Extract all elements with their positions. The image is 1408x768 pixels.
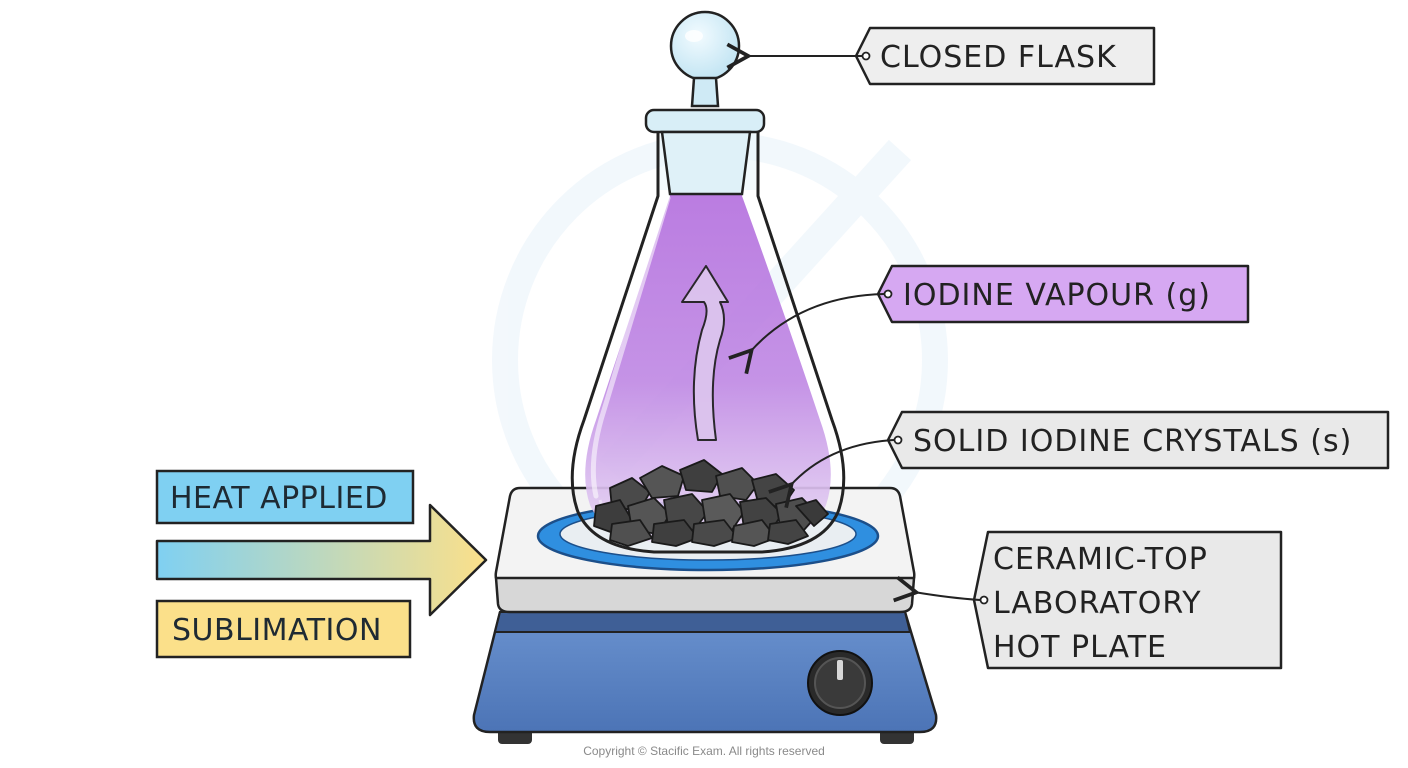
vapour-rising-arrow xyxy=(681,265,729,441)
sublimation-label: SUBLIMATION xyxy=(172,613,382,648)
solid-crystals-label: SOLID IODINE CRYSTALS (s) xyxy=(913,424,1352,459)
temperature-knob[interactable] xyxy=(807,650,873,716)
hot-plate-label-line3: HOT PLATE xyxy=(993,630,1167,665)
copyright-notice: Copyright © Stacific Exam. All rights re… xyxy=(583,744,825,758)
hot-plate-label-line1: CERAMIC-TOP xyxy=(993,542,1208,577)
heat-applied-label: HEAT APPLIED xyxy=(170,481,388,516)
heat-arrow xyxy=(155,503,488,617)
tag-solid-crystals: SOLID IODINE CRYSTALS (s) xyxy=(886,410,1390,470)
flask-glass xyxy=(570,128,846,554)
tag-closed-flask: CLOSED FLASK xyxy=(854,26,1156,86)
pointer-solid-crystals xyxy=(768,439,895,509)
closed-flask-label: CLOSED FLASK xyxy=(880,40,1117,75)
heat-applied-box: HEAT APPLIED xyxy=(155,469,415,525)
tag-hot-plate: CERAMIC-TOP LABORATORY HOT PLATE xyxy=(972,530,1283,670)
tag-iodine-vapour: IODINE VAPOUR (g) xyxy=(876,264,1250,324)
hot-plate-label-line2: LABORATORY xyxy=(993,586,1202,621)
iodine-crystals xyxy=(593,459,829,547)
pointer-iodine-vapour xyxy=(728,293,885,375)
sublimation-box: SUBLIMATION xyxy=(155,599,412,659)
iodine-vapour-label: IODINE VAPOUR (g) xyxy=(903,278,1211,313)
glass-stopper xyxy=(644,10,766,196)
pointer-hot-plate xyxy=(893,575,981,603)
